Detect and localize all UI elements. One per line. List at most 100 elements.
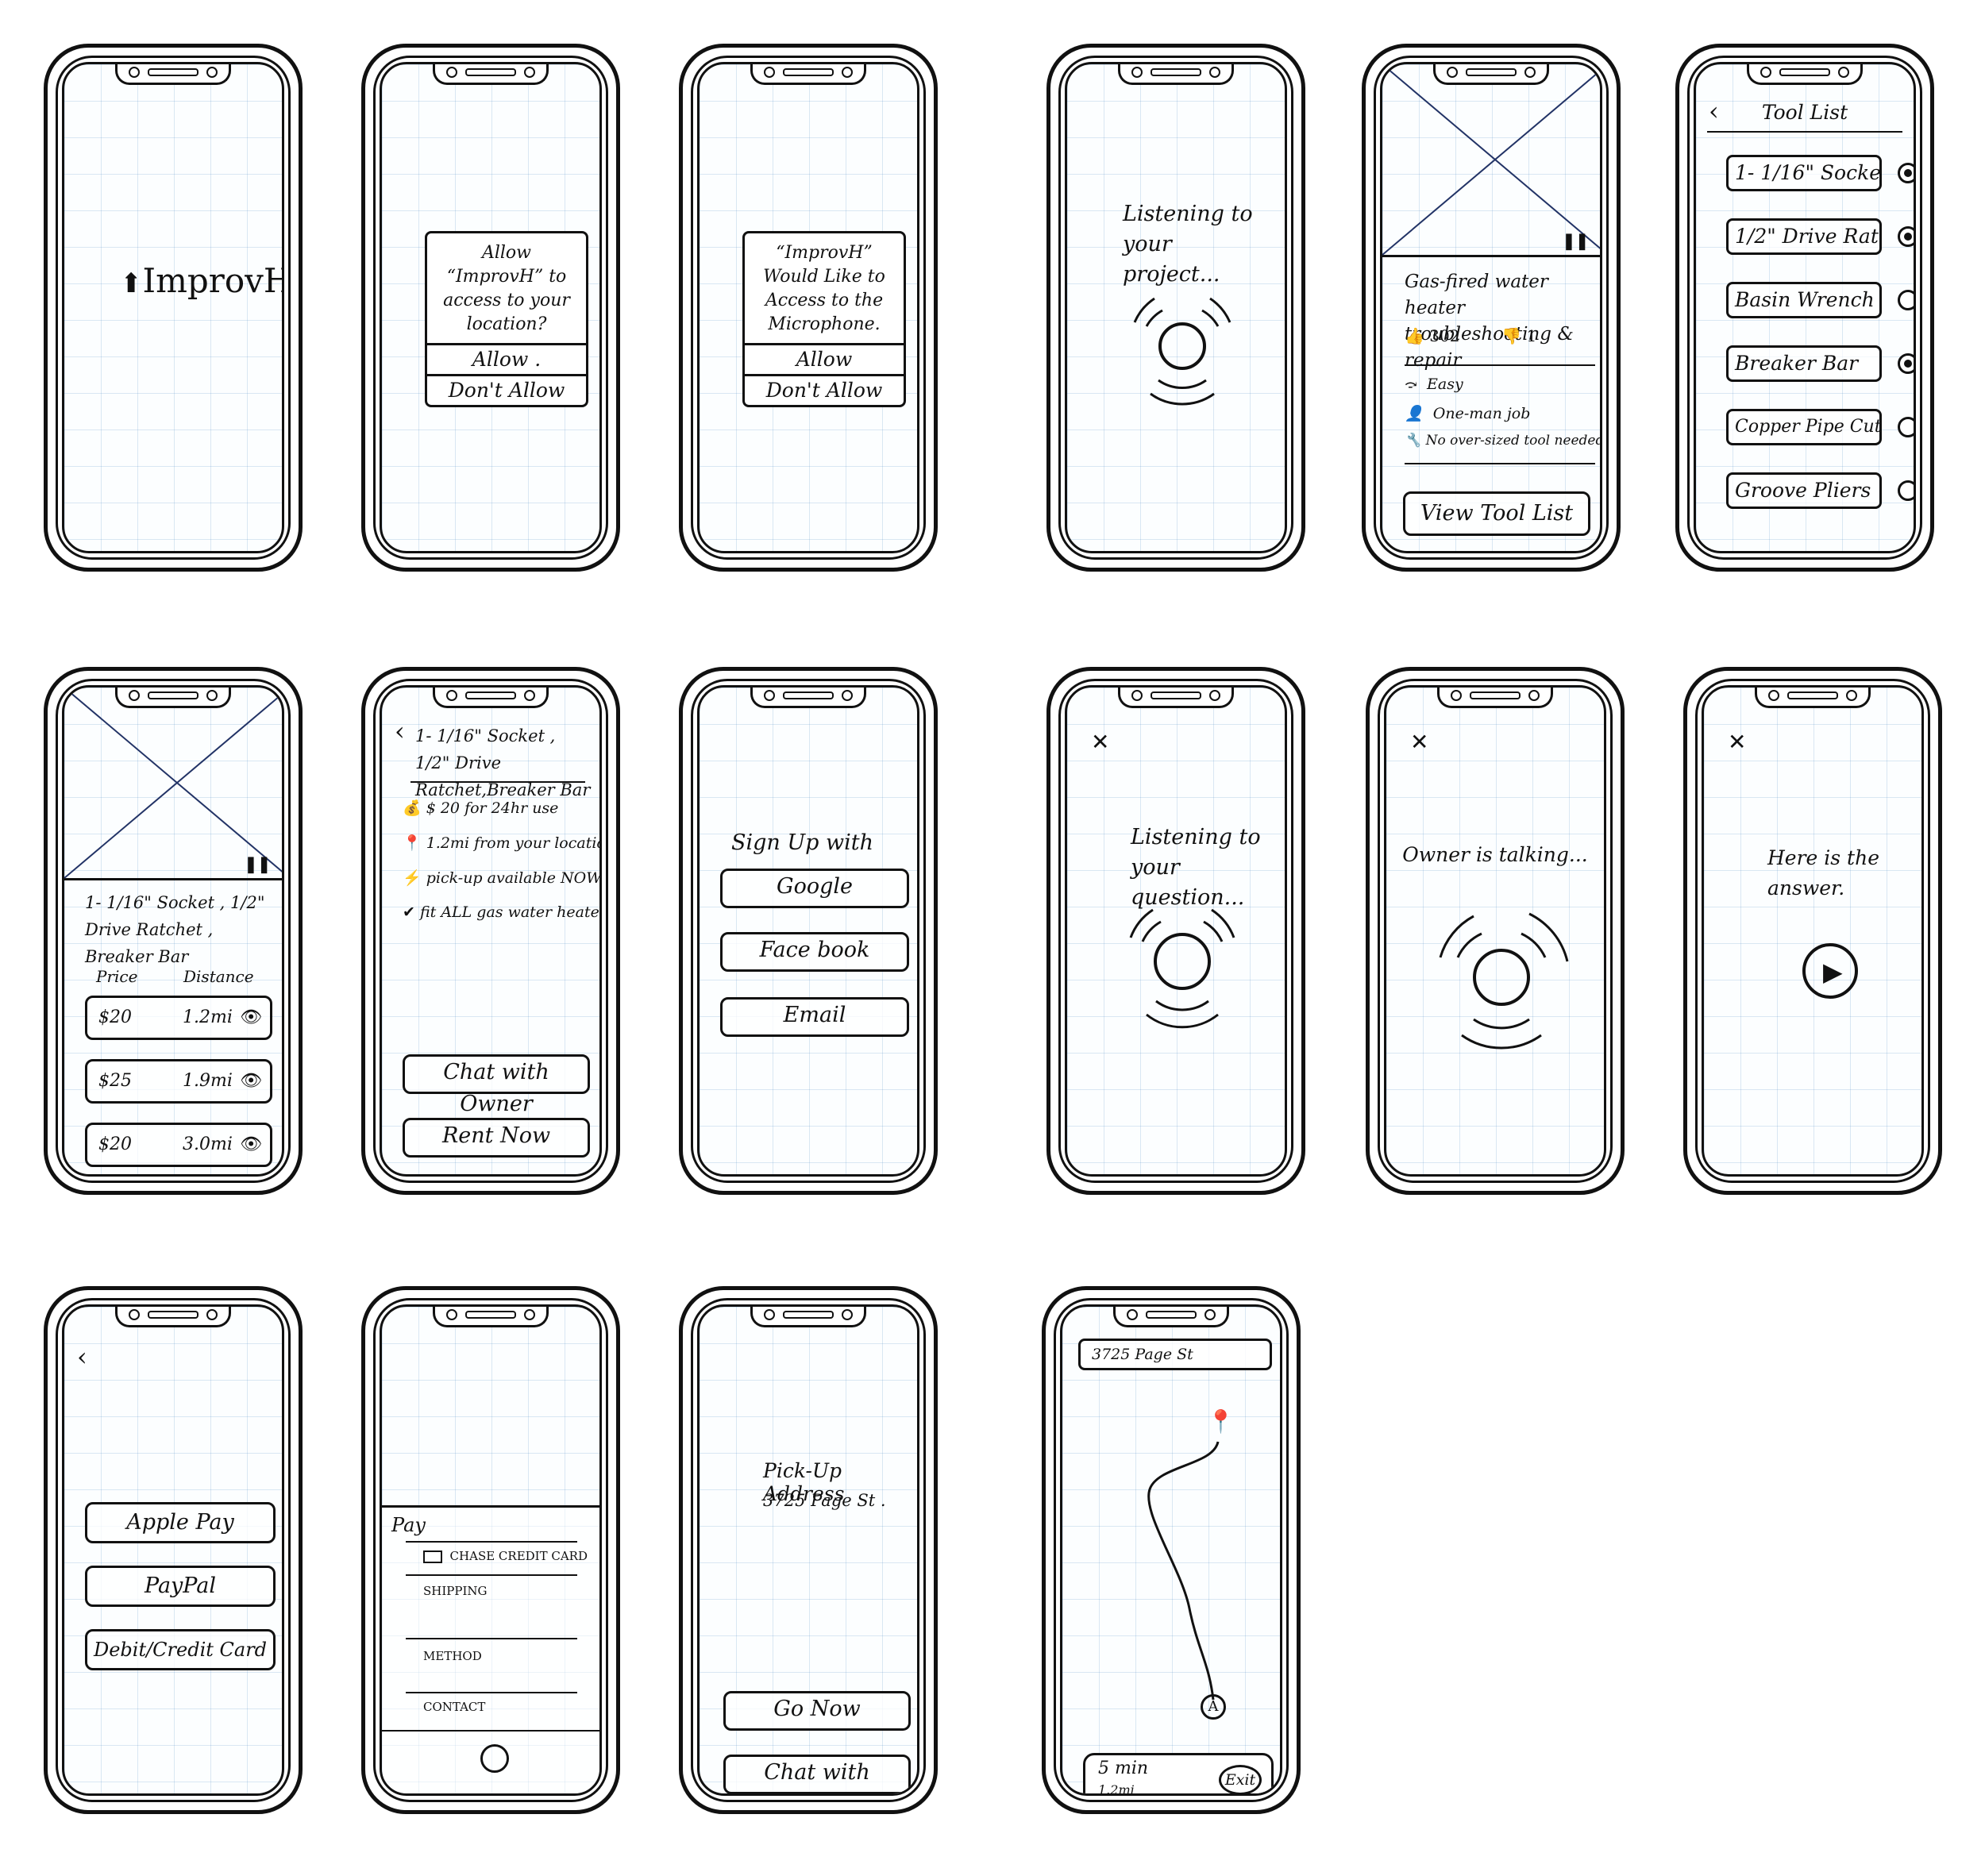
tool-radio-selected[interactable] xyxy=(1898,163,1914,183)
dont-allow-button[interactable]: Don't Allow xyxy=(745,374,904,405)
view-tool-list-button[interactable]: View Tool List xyxy=(1403,491,1590,536)
trip-info-panel: 5 min 1.2mi Exit xyxy=(1083,1753,1274,1793)
image-placeholder-cross xyxy=(1382,64,1600,256)
dont-allow-button[interactable]: Don't Allow xyxy=(427,374,586,405)
detail-text: $ 20 for 24hr use xyxy=(426,799,559,817)
close-icon[interactable]: ✕ xyxy=(1410,729,1429,755)
tool-item[interactable]: Groove Pliers xyxy=(1726,472,1882,509)
detail-distance: 📍 1.2mi from your location xyxy=(403,834,599,852)
notch xyxy=(750,64,866,85)
tool-radio[interactable] xyxy=(1898,480,1914,501)
allow-button[interactable]: Allow . xyxy=(427,343,586,374)
notch xyxy=(433,1307,549,1327)
video-placeholder[interactable]: ❚❚ xyxy=(1382,64,1600,257)
google-signup-button[interactable]: Google xyxy=(720,869,909,908)
close-icon[interactable]: ✕ xyxy=(1728,729,1747,755)
phone-pickup-address: Pick-Up Address 3725 Page St . Go Now Ch… xyxy=(679,1286,938,1814)
back-chevron-icon[interactable]: ‹ xyxy=(1709,96,1719,126)
facebook-signup-button[interactable]: Face book xyxy=(720,932,909,972)
divider xyxy=(406,1692,577,1693)
lightning-icon: ⚡ xyxy=(403,869,422,887)
back-chevron-icon[interactable]: ‹ xyxy=(395,716,405,746)
play-icon: ▶ xyxy=(1823,957,1843,987)
tool-item[interactable]: Basin Wrench xyxy=(1726,282,1882,318)
location-pin-icon: 📍 xyxy=(403,834,422,852)
distance-column-header: Distance xyxy=(183,967,254,986)
go-now-button[interactable]: Go Now xyxy=(723,1691,911,1731)
divider xyxy=(406,1638,577,1639)
divider xyxy=(406,1541,577,1543)
row-distance: 3.0mi xyxy=(183,1134,233,1154)
detail-compatibility: ✔ fit ALL gas water heater xyxy=(403,903,599,921)
back-chevron-icon[interactable]: ‹ xyxy=(77,1342,87,1372)
paypal-button[interactable]: PayPal xyxy=(85,1566,276,1607)
chat-with-owner-button[interactable]: Chat with Owner xyxy=(403,1054,590,1116)
screen: ‹ Apple Pay PayPal Debit/Credit Card xyxy=(62,1304,284,1796)
phone-apple-pay-sheet: Pay CHASE CREDIT CARD › SHIPPING METHOD … xyxy=(361,1286,620,1814)
debit-credit-card-button[interactable]: Debit/Credit Card xyxy=(85,1629,276,1670)
play-button[interactable]: ▶ xyxy=(1802,943,1858,999)
thumbs-down-icon[interactable]: 👎 xyxy=(1501,326,1522,345)
close-icon[interactable]: ✕ xyxy=(1091,729,1110,755)
video-placeholder[interactable]: ❚❚ xyxy=(64,688,282,880)
tool-radio-selected[interactable] xyxy=(1898,226,1914,247)
tool-item[interactable]: 1- 1/16" Socket xyxy=(1726,155,1882,191)
microphone-wave-icon[interactable] xyxy=(1115,279,1250,414)
tool-radio[interactable] xyxy=(1898,417,1914,437)
tool-item[interactable]: 1/2" Drive Ratchet xyxy=(1726,218,1882,255)
listening-text: Listening to your project... xyxy=(1123,202,1253,287)
notch xyxy=(750,688,866,708)
listing-row[interactable]: $25 1.9mi 👁 xyxy=(85,1059,272,1104)
shipping-label[interactable]: SHIPPING xyxy=(423,1584,488,1598)
screen: ✕ Owner is talking... xyxy=(1384,685,1606,1177)
speaker-wave-icon xyxy=(1439,912,1569,1050)
apple-pay-button[interactable]: Apple Pay xyxy=(85,1502,276,1543)
card-row[interactable]: CHASE CREDIT CARD › xyxy=(423,1549,602,1563)
microphone-wave-icon[interactable] xyxy=(1115,894,1250,1029)
tool-radio-selected[interactable] xyxy=(1898,353,1914,374)
email-signup-button[interactable]: Email xyxy=(720,997,909,1037)
notch xyxy=(750,1307,866,1327)
listing-row[interactable]: $20 3.0mi 👁 xyxy=(85,1123,272,1167)
pause-icon[interactable]: ❚❚ xyxy=(244,854,271,873)
tool-item[interactable]: Copper Pipe Cutter xyxy=(1726,409,1882,445)
destination-pin-icon: 📍 xyxy=(1207,1408,1235,1435)
rent-now-button[interactable]: Rent Now xyxy=(403,1118,590,1158)
mic-permission-dialog: “ImprovH” Would Like to Access to the Mi… xyxy=(742,231,906,407)
destination-address-bar[interactable]: 3725 Page St xyxy=(1078,1339,1272,1370)
notch xyxy=(1118,64,1234,85)
likes-count: 302 xyxy=(1429,326,1460,345)
brand-text: Pay xyxy=(391,1514,426,1536)
eye-icon[interactable]: 👁 xyxy=(240,1007,262,1027)
logo-text: ImprovH xyxy=(142,261,284,300)
detail-price: 💰 $ 20 for 24hr use xyxy=(403,799,558,817)
chevron-right-icon[interactable]: › xyxy=(599,1549,602,1563)
notch xyxy=(115,688,231,708)
attribute-tool-size: 🔧 No over-sized tool needed xyxy=(1405,433,1600,449)
apple-pay-brand: Pay xyxy=(391,1514,426,1536)
screen: ❚❚ Gas-fired water heater troubleshootin… xyxy=(1380,62,1602,553)
eye-icon[interactable]: 👁 xyxy=(240,1134,262,1154)
attribute-label: Easy xyxy=(1427,376,1463,393)
contact-label[interactable]: CONTACT xyxy=(423,1700,486,1714)
row-distance: 1.9mi xyxy=(183,1071,233,1091)
tool-radio[interactable] xyxy=(1898,290,1914,310)
chat-with-owner-button[interactable]: Chat with Owner xyxy=(723,1755,911,1793)
side-button-icon[interactable] xyxy=(480,1744,509,1773)
exit-button[interactable]: Exit xyxy=(1219,1765,1262,1793)
image-placeholder-cross xyxy=(64,688,282,879)
dialog-message: “ImprovH” Would Like to Access to the Mi… xyxy=(763,243,885,334)
dislikes-count: 1 xyxy=(1526,326,1537,345)
method-label[interactable]: METHOD xyxy=(423,1649,482,1663)
eye-icon[interactable]: 👁 xyxy=(240,1071,262,1091)
allow-button[interactable]: Allow xyxy=(745,343,904,374)
thumbs-up-icon[interactable]: 👍 xyxy=(1405,326,1424,345)
screen: ✕ Here is the answer. ▶ xyxy=(1702,685,1924,1177)
pause-icon[interactable]: ❚❚ xyxy=(1562,231,1589,250)
tool-item[interactable]: Breaker Bar xyxy=(1726,345,1882,382)
row-price: $25 xyxy=(98,1071,132,1091)
attribute-label: One-man job xyxy=(1432,405,1531,422)
listing-row[interactable]: $20 1.2mi 👁 xyxy=(85,996,272,1040)
price-column-header: Price xyxy=(96,967,138,986)
owner-talking-text: Owner is talking... xyxy=(1402,843,1588,866)
